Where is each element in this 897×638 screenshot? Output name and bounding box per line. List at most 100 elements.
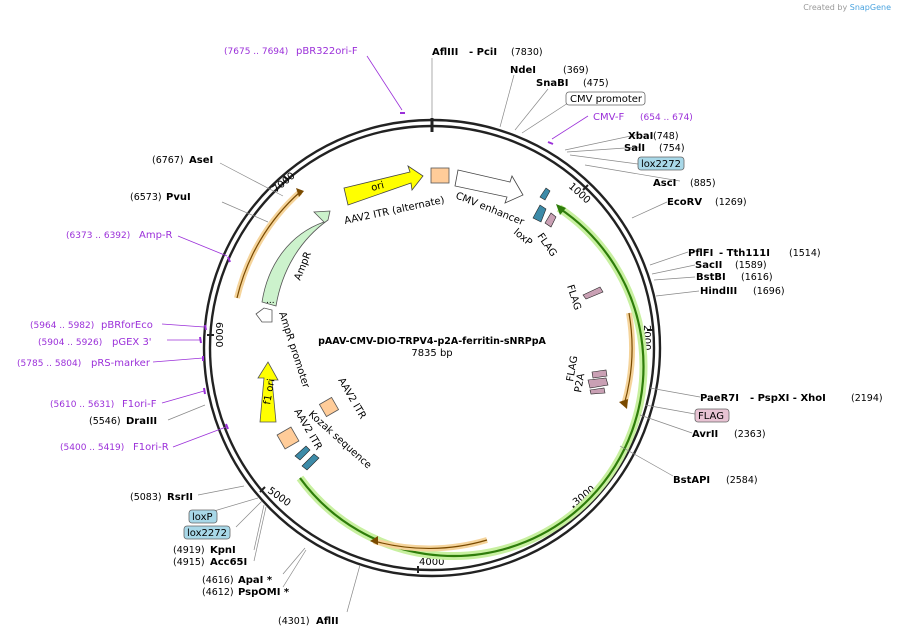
svg-text:(2584): (2584) (726, 475, 758, 486)
f1-ori-feature: f1 ori (257, 361, 279, 423)
svg-text:(7675 .. 7694): (7675 .. 7694) (224, 47, 288, 57)
site-kpni: KpnI (210, 545, 236, 556)
ampr-promoter-label: AmpR promoter (276, 311, 311, 391)
site-acc65i: Acc65I (210, 557, 247, 568)
svg-text:(754): (754) (659, 143, 685, 154)
site-salI: SalI (624, 143, 645, 154)
boxed-flag: FLAG (694, 408, 730, 423)
primer-lines (152, 55, 589, 448)
p2a-icon-2 (589, 387, 606, 395)
site-aflii: AflII (316, 616, 339, 627)
svg-text:(6573): (6573) (130, 192, 162, 203)
leader-lines (167, 58, 701, 613)
site-asei: AseI (189, 155, 213, 166)
tick-1000: 1000 (566, 181, 592, 206)
svg-text:(369): (369) (563, 65, 589, 76)
svg-text:F1ori-F: F1ori-F (122, 399, 157, 410)
svg-text:CMV-F: CMV-F (593, 112, 624, 123)
loxp-top-small (539, 187, 551, 201)
svg-text:(4301): (4301) (278, 616, 310, 627)
ampr-promoter-feature (255, 307, 273, 323)
svg-text:(5400 .. 5419): (5400 .. 5419) (60, 443, 124, 453)
svg-text:5000: 5000 (265, 485, 292, 509)
p2a-label: P2A (573, 373, 587, 394)
svg-text:(6373 .. 6392): (6373 .. 6392) (66, 231, 130, 241)
primer-labels: (7675 .. 7694) pBR322ori-F CMV-F (654 ..… (17, 46, 693, 453)
svg-text:(5083): (5083) (130, 492, 162, 503)
svg-text:(1514): (1514) (789, 248, 821, 259)
site-rsrii: RsrII (167, 492, 193, 503)
svg-text:Amp-R: Amp-R (139, 230, 173, 241)
svg-text:(4915): (4915) (173, 557, 205, 568)
svg-text:(1269): (1269) (715, 197, 747, 208)
plasmid-size: 7835 bp (411, 348, 452, 359)
svg-text:(748): (748) (653, 131, 679, 142)
site-bstapi: BstAPI (673, 475, 710, 486)
flag-low-icon (591, 369, 608, 379)
site-paer7i: PaeR7I (700, 393, 739, 404)
svg-text:F1ori-R: F1ori-R (133, 442, 169, 453)
svg-text:- PspXI - XhoI: - PspXI - XhoI (750, 393, 826, 404)
ori-feature: ori (343, 165, 424, 206)
primer-markers (199, 112, 554, 430)
orf-orange-left-head (296, 188, 304, 197)
svg-text:- PciI: - PciI (469, 47, 497, 58)
site-ascI: AscI (653, 178, 676, 189)
svg-text:pGEX 3': pGEX 3' (112, 337, 152, 348)
svg-text:ori: ori (370, 180, 385, 194)
svg-text:CMV promoter: CMV promoter (570, 94, 643, 105)
aav2-itr-label-a: AAV2 ITR (335, 376, 367, 421)
site-ndeI: NdeI (510, 65, 536, 76)
site-pvui: PvuI (166, 192, 191, 203)
svg-text:...: ... (266, 296, 275, 306)
svg-text:(475): (475) (583, 78, 609, 89)
site-hindiii: HindIII (700, 286, 737, 297)
plasmid-name: pAAV-CMV-DIO-TRPV4-p2A-ferritin-sNRPpA (318, 336, 546, 347)
flag-top-label: FLAG (535, 231, 559, 259)
svg-text:(4616): (4616) (202, 575, 234, 586)
svg-text:(5785 .. 5804): (5785 .. 5804) (17, 359, 81, 369)
svg-text:loxP: loxP (192, 512, 213, 523)
flag-top-icon (544, 212, 557, 228)
svg-text:(5610 .. 5631): (5610 .. 5631) (50, 400, 114, 410)
site-aflIII: AflIII (432, 47, 458, 58)
svg-text:(1589): (1589) (735, 260, 767, 271)
svg-text:(6767): (6767) (152, 155, 184, 166)
loxp-top-label: loxP (511, 227, 534, 249)
tick-4000: 4000 (417, 557, 444, 573)
site-labels: AflIII - PciI (7830) NdeI (369) SnaBI (4… (89, 47, 883, 627)
orf-orange-bottom-head (370, 536, 378, 545)
orf-green-arrowhead (556, 204, 566, 215)
site-avrii: AvrII (692, 429, 718, 440)
flag-low-label: FLAG (565, 355, 580, 382)
svg-text:(4612): (4612) (202, 587, 234, 598)
svg-text:FLAG: FLAG (698, 411, 724, 422)
site-sacii: SacII (695, 260, 722, 271)
svg-text:(5904 .. 5926): (5904 .. 5926) (38, 338, 102, 348)
svg-text:6000: 6000 (213, 322, 224, 347)
tick-6000: 6000 (207, 322, 224, 347)
site-apai: ApaI * (238, 575, 273, 586)
svg-text:(5546): (5546) (89, 416, 121, 427)
svg-text:f1 ori: f1 ori (262, 378, 277, 406)
site-pspomi: PspOMI * (238, 587, 290, 598)
boxed-loxp-low: loxP (188, 509, 218, 524)
flag-mid-icon (582, 286, 604, 300)
svg-text:pBR322ori-F: pBR322ori-F (296, 46, 358, 57)
svg-text:(5964 .. 5982): (5964 .. 5982) (30, 321, 94, 331)
svg-text:4000: 4000 (419, 557, 444, 568)
svg-text:- Tth111I: - Tth111I (719, 248, 770, 259)
orf-orange-left-line (236, 191, 301, 299)
orf-orange-right-head (619, 399, 628, 409)
site-snabI: SnaBI (536, 78, 568, 89)
svg-text:(2194): (2194) (851, 393, 883, 404)
snapgene-brand: SnapGene (849, 3, 891, 12)
orf-orange-right-line (623, 312, 633, 406)
boxed-lox2272-top: lox2272 (637, 156, 685, 171)
svg-text:1000: 1000 (566, 181, 592, 206)
svg-text:(4919): (4919) (173, 545, 205, 556)
svg-text:(1616): (1616) (741, 272, 773, 283)
site-ecorv: EcoRV (667, 197, 702, 208)
svg-text:lox2272: lox2272 (187, 528, 227, 539)
